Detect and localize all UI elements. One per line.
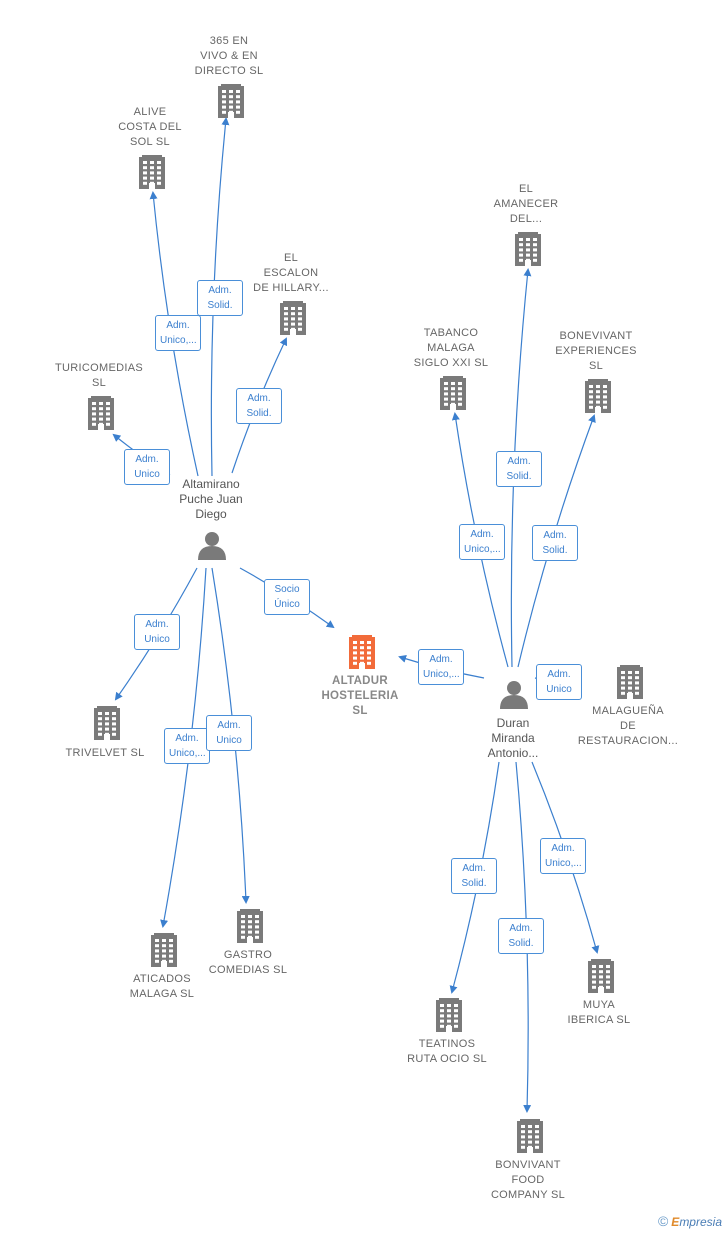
company-label-c6[interactable]: ATICADOS MALAGA SL <box>129 973 195 1000</box>
building-icon <box>88 396 114 430</box>
edge-label[interactable]: Adm. Solid. <box>236 388 282 424</box>
edge-label[interactable]: Adm. Unico,... <box>540 838 586 874</box>
building-icon <box>151 933 177 967</box>
building-icon <box>617 665 643 699</box>
person-icon <box>500 681 528 709</box>
building-icon <box>237 909 263 943</box>
person-label-p2[interactable]: Duran Miranda Antonio... <box>487 716 539 760</box>
company-label-c7[interactable]: GASTRO COMEDIAS SL <box>208 949 288 976</box>
building-icon <box>440 376 466 410</box>
center-company-building-icon <box>349 635 375 669</box>
edge-label[interactable]: Adm. Unico,... <box>459 524 505 560</box>
building-icon <box>94 706 120 740</box>
edge-label[interactable]: Adm. Unico,... <box>164 728 210 764</box>
person-label-p1[interactable]: Altamirano Puche Juan Diego <box>179 477 243 521</box>
building-icon <box>436 998 462 1032</box>
company-label-c13[interactable]: MUYA IBERICA SL <box>567 999 631 1026</box>
edge-label[interactable]: Adm. Solid. <box>496 451 542 487</box>
brand-logo-initial: E <box>671 1215 680 1229</box>
company-label-c8[interactable]: EL AMANECER DEL... <box>493 183 559 225</box>
building-icon <box>515 232 541 266</box>
person-icon <box>198 532 226 560</box>
building-icon <box>139 155 165 189</box>
empresia-watermark: ©Empresia <box>658 1213 722 1229</box>
building-icon <box>588 959 614 993</box>
edge-label[interactable]: Adm. Solid. <box>451 858 497 894</box>
edge-label[interactable]: Adm. Solid. <box>498 918 544 954</box>
company-label-c11[interactable]: MALAGUEÑA DE RESTAURACION... <box>577 705 679 747</box>
building-icon <box>280 301 306 335</box>
company-label-c14[interactable]: BONVIVANT FOOD COMPANY SL <box>490 1159 566 1201</box>
copyright-icon: © <box>657 1213 669 1229</box>
center-company-label[interactable]: ALTADUR HOSTELERIA SL <box>321 675 399 717</box>
edge-label[interactable]: Adm. Unico,... <box>418 649 464 685</box>
company-label-c9[interactable]: TABANCO MALAGA SIGLO XXI SL <box>413 327 489 369</box>
edge-label[interactable]: Adm. Solid. <box>197 280 243 316</box>
company-label-c5[interactable]: TRIVELVET SL <box>65 747 145 759</box>
edge-label[interactable]: Adm. Unico <box>124 449 170 485</box>
edge-label[interactable]: Adm. Unico <box>134 614 180 650</box>
company-label-c2[interactable]: ALIVE COSTA DEL SOL SL <box>118 106 182 148</box>
company-label-c12[interactable]: TEATINOS RUTA OCIO SL <box>407 1038 487 1065</box>
company-label-c4[interactable]: TURICOMEDIAS SL <box>55 362 143 389</box>
building-icon <box>218 84 244 118</box>
edge-label[interactable]: Adm. Unico,... <box>155 315 201 351</box>
edge-label[interactable]: Socio Único <box>264 579 310 615</box>
company-label-c10[interactable]: BONEVIVANT EXPERIENCES SL <box>555 330 637 372</box>
edge-label[interactable]: Adm. Unico <box>206 715 252 751</box>
building-icon <box>517 1119 543 1153</box>
company-label-c1[interactable]: 365 EN VIVO & EN DIRECTO SL <box>194 35 264 77</box>
building-icon <box>585 379 611 413</box>
brand-logo-text: mpresia <box>679 1215 722 1229</box>
company-label-c3[interactable]: EL ESCALON DE HILLARY... <box>253 252 329 294</box>
edge-label[interactable]: Adm. Unico <box>536 664 582 700</box>
edge-label[interactable]: Adm. Solid. <box>532 525 578 561</box>
